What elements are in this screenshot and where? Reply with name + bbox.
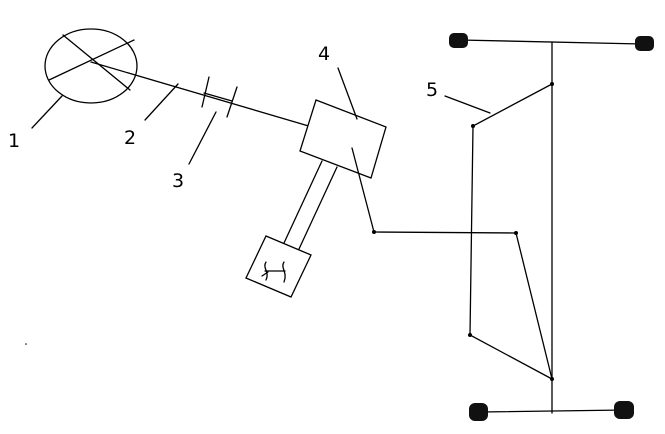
label-5: 5 [426,79,438,101]
drag-link [351,147,553,380]
wheel-rear-left [469,403,488,421]
label-2: 2 [124,127,136,149]
wheel-rear-right [614,401,634,419]
steering-linkage [469,83,553,380]
wheel-front-right [635,36,654,51]
leader-lines [31,67,491,165]
wheel-front-left [449,33,468,48]
label-3: 3 [172,170,184,192]
joint-dots [25,82,554,381]
front-axle [459,39,644,45]
steering-gear-box [299,99,387,179]
rear-axle [479,409,626,413]
shaft-coupling [201,76,238,118]
steering-wheel [44,28,138,104]
label-4: 4 [318,43,330,65]
steering-shaft [90,61,313,128]
label-1: 1 [8,130,20,152]
gear-link-rod [283,160,338,250]
drive-unit-box [245,235,312,298]
